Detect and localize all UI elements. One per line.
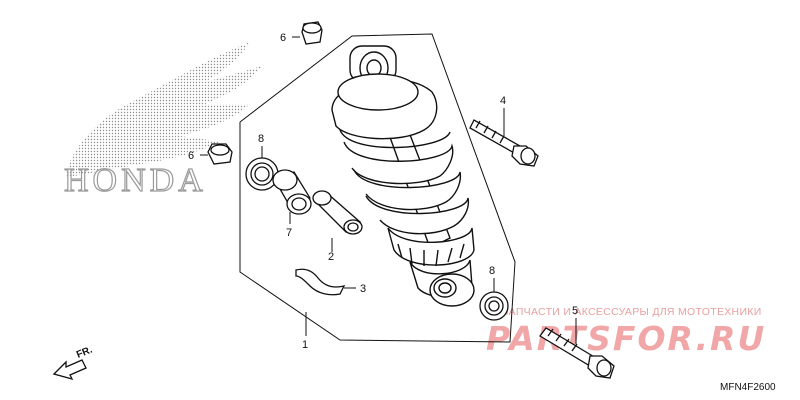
part-7-bearing	[272, 169, 312, 215]
watermark-tagline: ЗАПЧАСТИ И АКСЕССУАРЫ ДЛЯ МОТОТЕХНИКИ	[502, 306, 762, 318]
callout-1: 1	[302, 339, 308, 351]
rear-shock-absorber	[331, 45, 475, 307]
part-8-seal-right	[479, 291, 509, 321]
callout-3: 3	[360, 283, 366, 295]
callout-6-top: 6	[280, 32, 286, 44]
front-arrow-label: FR.	[75, 344, 94, 360]
front-direction-indicator: FR.	[52, 344, 94, 381]
honda-logo-text: HONDA	[64, 162, 207, 199]
callout-6-left: 6	[188, 150, 194, 162]
honda-wing-logo: HONDA	[63, 42, 262, 200]
diagram-code: MFN4F2600	[720, 382, 776, 393]
watermark-brand: PARTSFOR.RU	[486, 319, 766, 358]
callout-4: 4	[500, 95, 506, 107]
callout-7: 7	[286, 227, 292, 239]
assembly-outline	[239, 33, 516, 343]
part-8-seal-left	[245, 157, 279, 191]
part-6-nut-top	[301, 21, 323, 45]
callout-5: 5	[572, 305, 578, 317]
part-6-nut-left	[207, 143, 233, 165]
callout-8-left: 8	[258, 133, 264, 145]
front-arrow-icon	[52, 359, 87, 381]
callout-2: 2	[328, 251, 334, 263]
partsfor-watermark: ЗАПЧАСТИ И АКСЕССУАРЫ ДЛЯ МОТОТЕХНИКИ PA…	[486, 306, 766, 358]
part-4-bolt-upper	[469, 119, 539, 167]
callout-8-right: 8	[489, 265, 495, 277]
part-5-bolt-lower	[539, 327, 615, 379]
part-3-label	[295, 268, 346, 296]
part-2-collar	[312, 190, 363, 235]
